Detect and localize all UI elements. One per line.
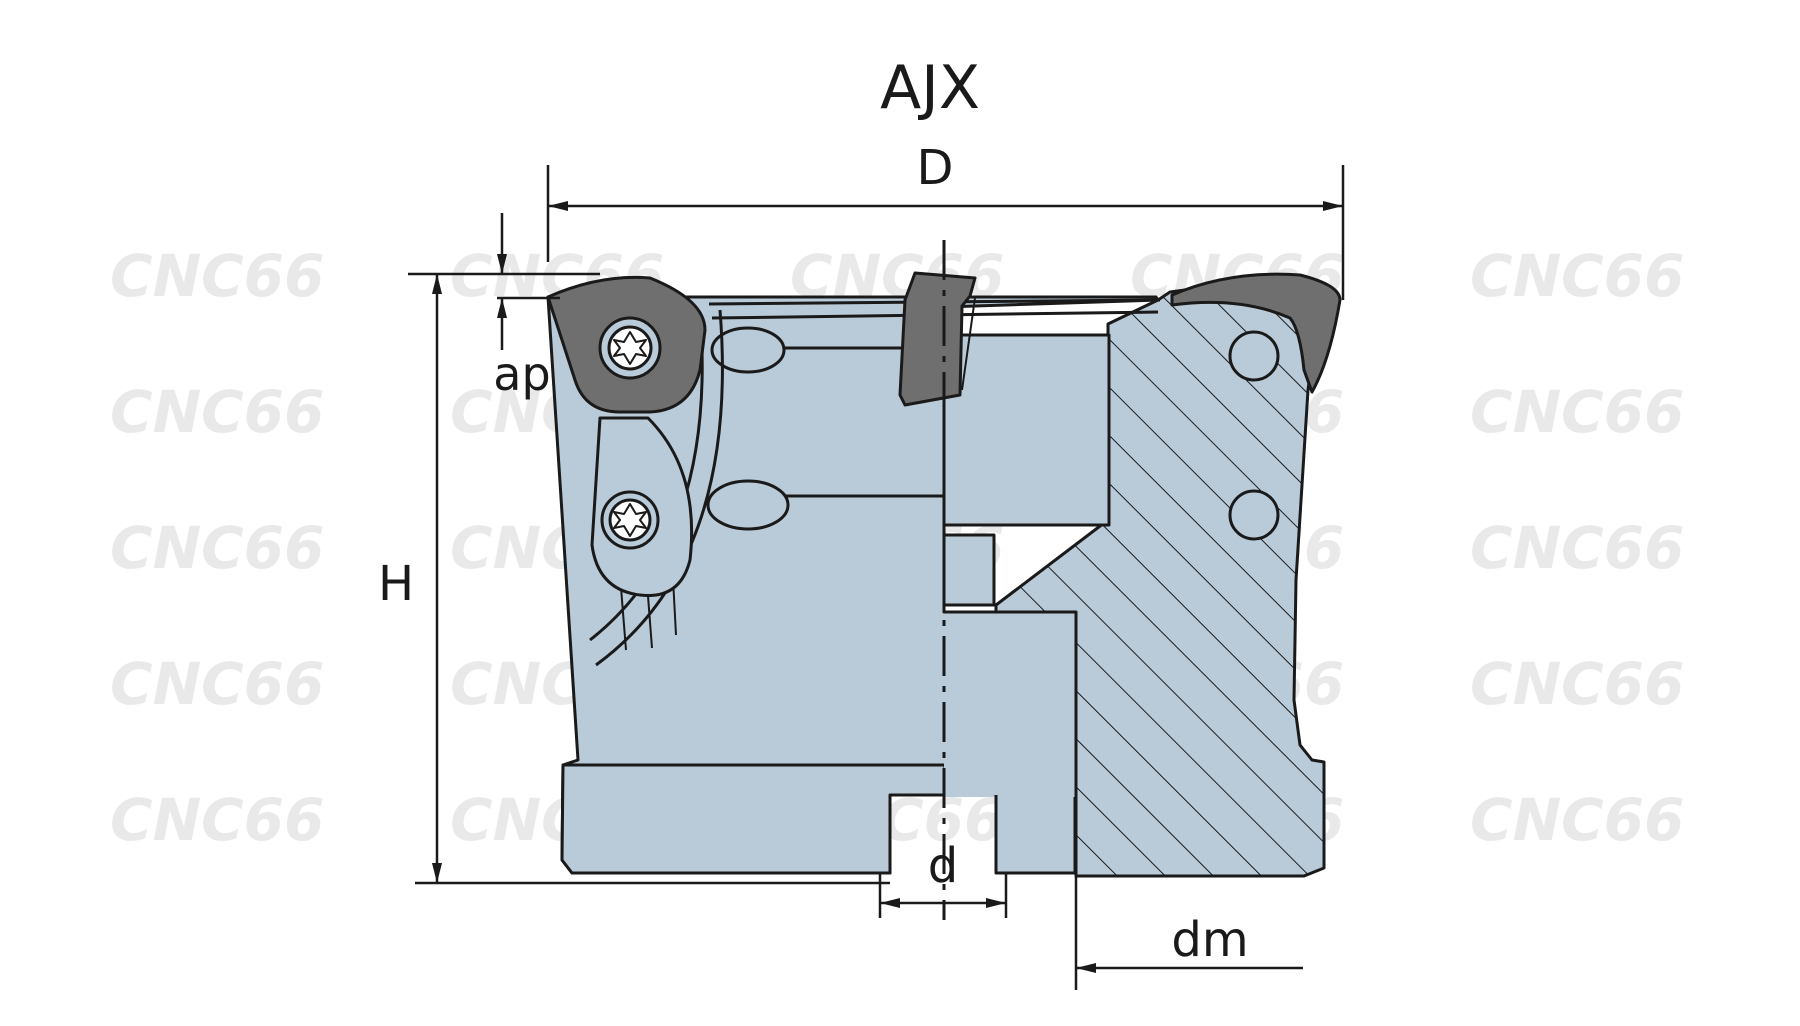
watermark-text: CNC66 — [1470, 786, 1684, 854]
dim-D-label: D — [917, 140, 954, 196]
section-hole-upper — [1228, 330, 1280, 382]
cutter-body — [546, 271, 1342, 878]
center-bore-step — [944, 612, 1076, 797]
watermark-text: CNC66 — [1470, 650, 1684, 718]
center-bore-lower — [942, 533, 996, 607]
bore-d — [888, 795, 998, 873]
coolant-hole-upper — [710, 326, 786, 374]
watermark-text: CNC66 — [1470, 378, 1684, 446]
watermark-text: CNC66 — [1470, 514, 1684, 582]
watermark-text: CNC66 — [110, 242, 324, 310]
insert-pocket-sweep — [595, 309, 724, 667]
dim-H-label: H — [378, 556, 414, 612]
dim-d-label: d — [928, 838, 958, 894]
insert-right — [1170, 272, 1342, 394]
dim-ap-label: ap — [493, 347, 550, 401]
watermark-text: CNC66 — [110, 378, 324, 446]
watermark-text: CNC66 — [110, 786, 324, 854]
coolant-hole-lower — [706, 479, 790, 531]
title-label: AJX — [880, 53, 980, 123]
body-flange — [560, 763, 947, 875]
dim-dm-label: dm — [1171, 912, 1248, 968]
section-hole-lower — [1228, 489, 1280, 541]
dimension-lines — [408, 165, 1345, 990]
watermark-text: CNC66 — [110, 514, 324, 582]
watermark-text: CNC66 — [1470, 242, 1684, 310]
watermark-text: CNC66 — [110, 650, 324, 718]
insert-middle — [898, 271, 977, 407]
center-bore-upper — [942, 333, 1111, 527]
